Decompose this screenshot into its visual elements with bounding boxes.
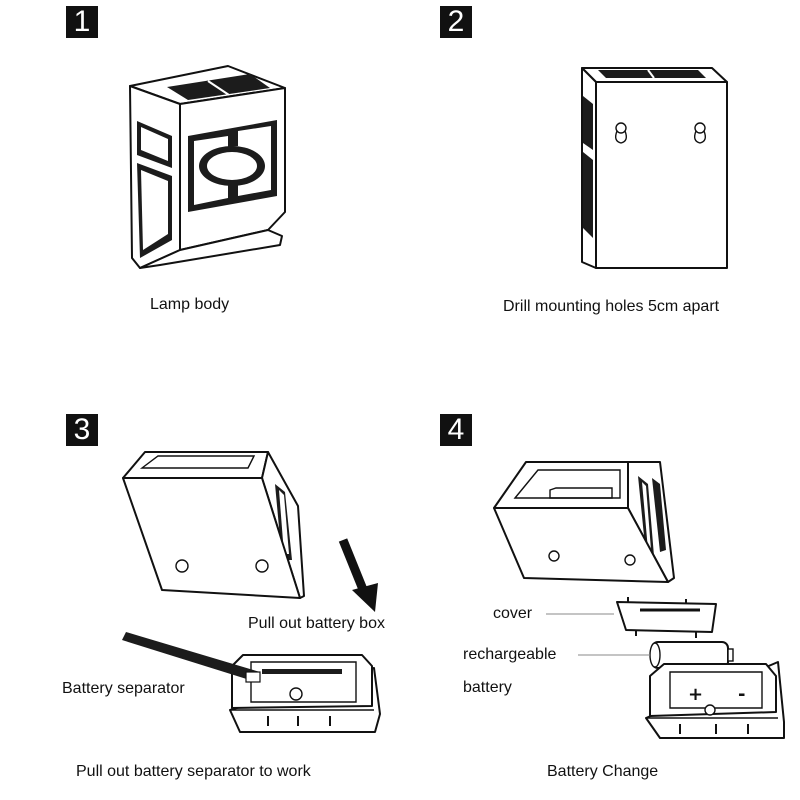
lamp-upside-down-illustration — [122, 451, 305, 599]
step-1-number: 1 — [66, 6, 98, 38]
battery-box-illustration — [229, 654, 381, 733]
step-4-caption: Battery Change — [547, 763, 659, 780]
step-4-number: 4 — [440, 414, 472, 446]
keyhole-left — [614, 122, 628, 144]
step-3-number: 3 — [66, 414, 98, 446]
lamp-body-illustration — [129, 65, 286, 269]
rechargeable-battery-illustration — [649, 641, 734, 669]
cover-label: cover — [493, 605, 533, 622]
step-2-caption: Drill mounting holes 5cm apart — [503, 298, 720, 315]
rechargeable-label: rechargeable — [463, 646, 557, 663]
step-2-number: 2 — [440, 6, 472, 38]
mounting-back-illustration — [581, 67, 728, 269]
battery-separator-label: Battery separator — [62, 680, 185, 697]
svg-text:-: - — [738, 684, 745, 705]
step-3-caption: Pull out battery separator to work — [76, 763, 311, 780]
keyhole-right — [693, 122, 707, 144]
step-1-caption: Lamp body — [150, 296, 230, 313]
svg-text:+: + — [688, 684, 703, 705]
pull-out-box-label: Pull out battery box — [248, 615, 385, 632]
battery-label: battery — [463, 679, 512, 696]
battery-cover-illustration — [616, 597, 717, 638]
battery-separator-strip — [122, 632, 261, 683]
lamp-open-illustration — [493, 461, 675, 583]
open-battery-box-illustration: + - — [645, 661, 785, 739]
pull-out-arrow-icon — [338, 538, 378, 612]
